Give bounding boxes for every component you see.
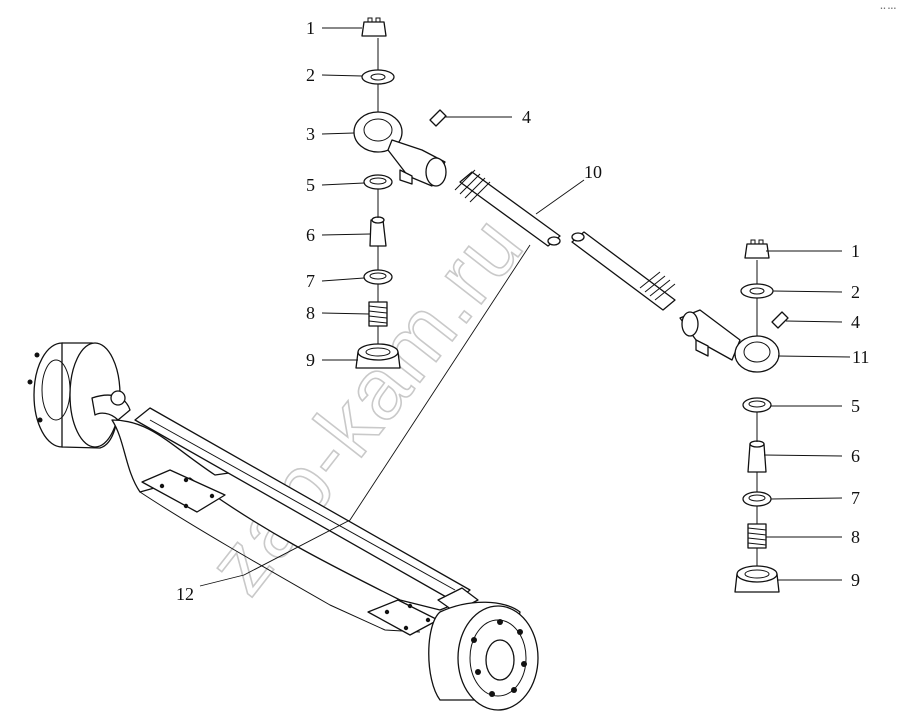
washer-left [361,69,395,85]
left-tie-rod-end-assembly [353,17,447,369]
callout-2-right: 2 [851,282,860,302]
bushing-right [742,491,772,507]
callout-3-left: 3 [306,124,315,144]
seal-ring-right [742,397,772,413]
callouts-right: 1 2 11 4 5 6 7 8 9 [851,241,869,590]
callouts-left: 1 2 3 4 5 6 7 8 9 [306,18,531,370]
callout-1-right: 1 [851,241,860,261]
ball-pin-right [747,443,767,473]
right-tie-rod-end-assembly [679,239,789,593]
callout-8-right: 8 [851,527,860,547]
front-axle-beam [27,342,539,711]
tie-rod [454,169,676,311]
callout-10-tie-rod: 10 [584,162,602,182]
callout-4-left: 4 [522,107,531,127]
washer-right [740,283,774,299]
leader-lines [199,27,851,587]
callout-9-right: 9 [851,570,860,590]
grease-fitting-right [771,311,789,329]
callout-7-left: 7 [306,271,315,291]
callout-5-left: 5 [306,175,315,195]
callout-7-right: 7 [851,488,860,508]
callout-5-right: 5 [851,396,860,416]
callout-12-axle: 12 [176,584,194,604]
callout-4-right: 4 [851,312,860,332]
bushing-left [363,269,393,285]
seal-ring-left [363,174,393,190]
callout-11-right: 11 [852,347,869,367]
callout-6-left: 6 [306,225,315,245]
callout-6-right: 6 [851,446,860,466]
grease-fitting-left [429,109,447,127]
callout-1-left: 1 [306,18,315,38]
callout-9-left: 9 [306,350,315,370]
tie-rod-end-right [734,335,780,373]
castle-nut-left [361,21,387,37]
corner-mark: •• ••• [880,6,896,12]
callout-2-left: 2 [306,65,315,85]
castle-nut-right [744,243,770,259]
ball-pin-left [369,219,387,247]
callout-8-left: 8 [306,303,315,323]
